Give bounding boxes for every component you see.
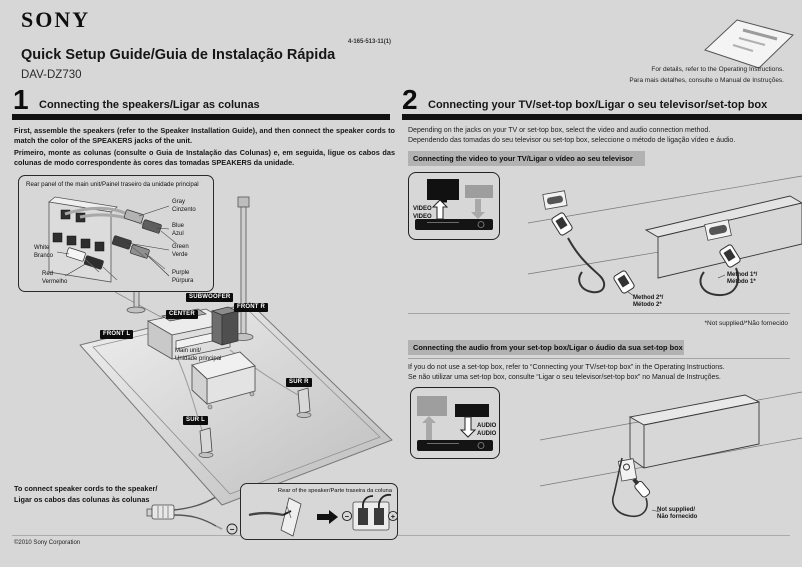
rear-panel-callout: Rear panel of the main unit/Painel trase…	[18, 175, 214, 292]
main-unit-label: Main unit/ Unidade principal	[175, 347, 221, 363]
set-top-box-icon	[455, 404, 489, 417]
section1-heading: Connecting the speakers/Ligar as colunas	[39, 99, 260, 111]
speaker-badge-subwoofer: SUBWOOFER	[186, 293, 234, 302]
set-top-box-icon	[465, 185, 493, 198]
plus-terminal-icon: +	[391, 512, 396, 521]
video-section-divider	[408, 313, 790, 314]
tv-icon	[427, 179, 459, 200]
cord-label-red: Red Vermelho	[42, 271, 67, 286]
section2-number: 2	[402, 84, 418, 115]
page-bottom-divider	[12, 535, 790, 536]
speaker-badge-center: CENTER	[166, 310, 198, 319]
cord-label-green-pt: Verde	[172, 251, 188, 258]
speaker-badge-sur-r: SUR R	[286, 378, 312, 387]
audio-not-supplied-en: Not supplied/	[657, 507, 695, 513]
cord-label-blue: Blue Azul	[172, 223, 184, 238]
audio-section-heading: Connecting the audio from your set-top b…	[408, 340, 684, 355]
main-unit-label-pt: Unidade principal	[175, 356, 222, 362]
document-part-number: 4-165-513-11(1)	[348, 39, 392, 45]
connect-cords-note-pt: Ligar os cabos das colunas às colunas	[14, 494, 150, 504]
speakers-intro-en: First, assemble the speakers (refer to t…	[14, 126, 395, 145]
cord-label-white-en: White	[34, 245, 50, 251]
audio-not-supplied-pt: Não fornecido	[657, 514, 698, 520]
speaker-badge-sur-l: SUR L	[183, 416, 208, 425]
speaker-badge-front-l: FRONT L	[100, 330, 134, 339]
audio-body-pt: Se não utilizar uma set-top box, consult…	[408, 374, 721, 381]
audio-connection-diagram	[540, 391, 802, 518]
rear-panel-title: Rear panel of the main unit/Painel trase…	[26, 181, 199, 188]
cord-label-gray-pt: Cinzento	[172, 206, 196, 213]
audio-down-arrow	[459, 416, 477, 438]
cord-label-white-pt: Branco	[34, 252, 54, 259]
main-unit-icon	[415, 219, 493, 230]
cord-label-green: Green Verde	[172, 244, 189, 259]
cord-label-gray-en: Gray	[172, 199, 186, 205]
connect-cords-note-en: To connect speaker cords to the speaker/	[14, 484, 158, 493]
tv-icon	[417, 396, 447, 416]
section1-number: 1	[13, 84, 29, 115]
section1-divider-bar	[12, 114, 390, 120]
operating-instructions-booklet-icon	[704, 19, 794, 69]
audio-jack-label: AUDIO	[477, 431, 497, 437]
audio-not-supplied-label: Not supplied/ Não fornecido	[657, 507, 697, 521]
reference-note-en: For details, refer to the Operating Inst…	[651, 66, 784, 73]
rear-panel-diagram	[48, 196, 178, 283]
model-number: DAV-DZ730	[21, 69, 82, 81]
main-unit-label-en: Main unit/	[175, 348, 202, 354]
reference-note: For details, refer to the Operating Inst…	[629, 64, 784, 86]
video-up-arrow	[431, 199, 449, 220]
main-unit-icon	[417, 440, 493, 451]
method1-label-en: Method 1*/	[727, 272, 758, 278]
section2-divider-bar	[402, 114, 802, 120]
method2-label-en: Method 2*/	[633, 295, 664, 301]
section2-heading: Connecting your TV/set-top box/Ligar o s…	[428, 99, 768, 111]
speaker-rear-callout: Rear of the speaker/Parte traseira da co…	[240, 483, 398, 540]
method2-label-pt: Método 2*	[633, 302, 662, 308]
video-schematic-diagram	[415, 179, 493, 230]
cord-label-white: White Branco	[34, 245, 53, 260]
method1-label: Method 1*/ Método 1*	[727, 272, 757, 286]
audio-schematic-diagram	[417, 396, 493, 451]
audio-jack-label: AUDIO	[477, 423, 497, 429]
page-title: Quick Setup Guide/Guia de Instalação Ráp…	[21, 47, 336, 63]
audio-body-en: If you do not use a set-top box, refer t…	[408, 364, 725, 371]
minus-terminal-icon: −	[345, 512, 350, 521]
minus-terminal-icon: −	[230, 525, 235, 534]
cord-label-red-en: Red	[42, 271, 54, 277]
video-section-heading: Connecting the video to your TV/Ligar o …	[408, 151, 645, 166]
audio-schematic-inset: AUDIO AUDIO	[410, 387, 500, 459]
not-supplied-note: *Not supplied/*Não fornecido	[704, 320, 788, 327]
cord-label-purple: Purple Púrpura	[172, 270, 193, 285]
cord-label-purple-en: Purple	[172, 270, 190, 276]
speaker-badge-front-r: FRONT R	[234, 303, 269, 312]
speaker-rear-diagram: − +	[248, 493, 397, 537]
speakers-intro-pt: Primeiro, monte as colunas (consulte o G…	[14, 148, 395, 167]
cord-label-green-en: Green	[172, 244, 189, 250]
method2-label: Method 2*/ Método 2*	[633, 295, 663, 309]
cord-label-purple-pt: Púrpura	[172, 277, 194, 284]
sony-logo: SONY	[21, 7, 91, 32]
cord-label-red-pt: Vermelho	[42, 278, 68, 285]
cord-label-blue-pt: Azul	[172, 230, 184, 237]
copyright-notice: ©2010 Sony Corporation	[14, 540, 81, 546]
video-jack-label: VIDEO	[413, 206, 432, 212]
video-schematic-inset: VIDEO VIDEO	[408, 172, 500, 240]
audio-up-arrow	[422, 416, 436, 440]
cord-label-blue-en: Blue	[172, 223, 185, 229]
video-connection-diagram	[528, 175, 802, 297]
tv-intro-pt: Dependendo das tomadas do seu televisor …	[408, 137, 736, 144]
video-jack-label: VIDEO	[413, 214, 432, 220]
tv-intro-en: Depending on the jacks on your TV or set…	[408, 127, 711, 134]
speaker-rear-title: Rear of the speaker/Parte traseira da co…	[277, 488, 392, 494]
method1-label-pt: Método 1*	[727, 279, 756, 285]
cord-label-gray: Gray Cinzento	[172, 199, 196, 214]
connect-cords-note: To connect speaker cords to the speaker/…	[14, 484, 157, 505]
audio-heading-divider	[408, 358, 790, 359]
set-top-down-arrow	[471, 199, 485, 219]
reference-note-pt: Para mais detalhes, consulte o Manual de…	[629, 77, 784, 84]
